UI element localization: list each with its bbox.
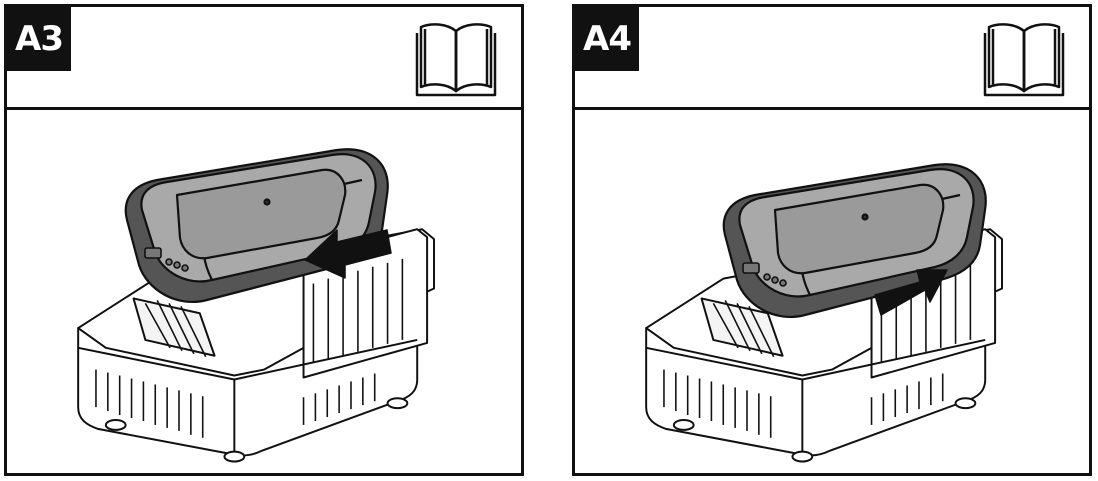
manual-book-icon <box>413 17 499 99</box>
manual-book-icon <box>981 17 1067 99</box>
panel-header: A3 <box>7 7 521 110</box>
panel-a4: A4 <box>572 4 1092 476</box>
step-label: A3 <box>7 7 71 71</box>
arrow-right-icon <box>874 269 948 316</box>
charger-illustration <box>7 110 521 473</box>
panel-a3: A3 <box>4 4 524 476</box>
charger-illustration <box>575 110 1089 473</box>
arrow-left-icon <box>304 229 392 279</box>
step-label: A4 <box>575 7 639 71</box>
panel-header: A4 <box>575 7 1089 110</box>
